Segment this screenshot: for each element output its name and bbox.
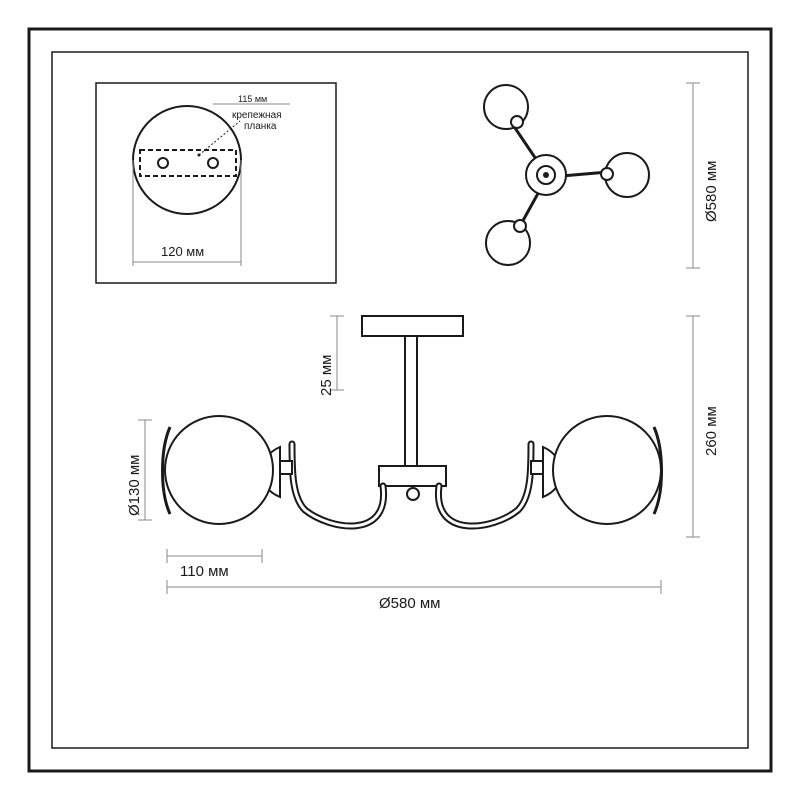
ceiling-canopy <box>361 315 464 337</box>
hub-finial <box>406 487 420 501</box>
top-holder-right <box>600 167 614 181</box>
right-glass-shade <box>552 415 662 525</box>
left-shade-rim <box>161 426 172 515</box>
plate-width-label: 120 мм <box>161 244 204 259</box>
mounting-hole-right <box>207 157 219 169</box>
top-holder-lower <box>513 219 527 233</box>
top-view-diameter-label: Ø580 мм <box>703 161 720 223</box>
mounting-hole-left <box>157 157 169 169</box>
top-arm-lower <box>518 187 543 227</box>
rod-length-label: 25 мм <box>318 355 335 396</box>
top-holder-upper <box>510 115 524 129</box>
shade-diameter-dimension: Ø130 мм <box>126 419 152 521</box>
right-shade-rim <box>652 426 663 515</box>
outer-frame <box>27 27 773 773</box>
plate-caption-line2: планка <box>244 121 277 132</box>
right-socket-connector <box>530 460 544 475</box>
hole-spacing-label: 115 мм <box>238 94 267 104</box>
left-arm <box>288 440 387 530</box>
mounting-bar-outline <box>139 149 237 177</box>
left-glass-shade <box>164 415 274 525</box>
rod-length-dimension: 25 мм <box>318 315 344 396</box>
left-socket-connector <box>279 460 293 475</box>
overall-diameter-label: Ø580 мм <box>379 595 441 612</box>
inner-frame <box>51 51 749 749</box>
shade-depth-label: 110 мм <box>180 563 229 580</box>
overall-diameter-dimension: Ø580 мм <box>166 580 662 612</box>
center-rod <box>404 335 418 467</box>
top-center-dot <box>543 172 549 178</box>
shade-depth-dimension: 110 мм <box>166 549 263 580</box>
side-view <box>161 315 663 530</box>
height-label: 260 мм <box>703 406 720 456</box>
right-arm <box>435 440 535 530</box>
ceiling-canopy-circle <box>132 105 242 215</box>
top-view-diameter-dimension: Ø580 мм <box>686 82 720 269</box>
detail-box <box>95 82 337 284</box>
top-view <box>483 84 650 266</box>
center-hub <box>378 465 447 487</box>
shade-diameter-label: Ø130 мм <box>126 455 143 517</box>
plate-caption-line1: крепежная <box>232 110 282 121</box>
leader-line <box>198 120 241 156</box>
height-dimension: 260 мм <box>686 315 720 538</box>
mounting-plate-detail: 115 мм крепежная планка 120 мм <box>95 82 337 284</box>
